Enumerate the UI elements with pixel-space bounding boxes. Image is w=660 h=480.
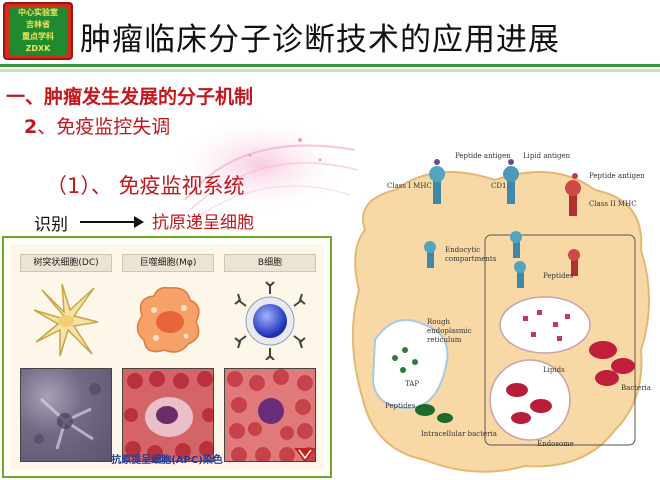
apc-staining-panel: 树突状细胞(DC) 巨噬细胞(Mφ) B细胞 (2, 236, 332, 478)
logo-line-3: 重点学科 (22, 32, 54, 41)
logo-line-1: 中心实验室 (18, 8, 58, 17)
heading-level-1: 一、肿瘤发生发展的分子机制 (6, 86, 254, 108)
class1-mhc-receptor (429, 166, 445, 204)
pink-decoration (180, 115, 359, 216)
endocytic-bracket (484, 234, 636, 446)
heading-level-2-number: 2 (24, 116, 38, 138)
tap-particles (392, 347, 418, 373)
label-bacteria: Bacteria (621, 384, 651, 392)
label-peptides: Peptides (543, 272, 574, 280)
label-class1-mhc: Class I MHC (387, 182, 432, 190)
institution-logo: 中心实验室 吉林省 重点学科 ZDXK (3, 2, 73, 60)
logo-line-4: ZDXK (25, 44, 51, 53)
label-endocytic: Endocytic (445, 246, 480, 254)
label-lipids: Lipids (543, 366, 565, 374)
endosome-bacteria (506, 383, 552, 424)
column-header-dc: 树突状细胞(DC) (20, 254, 112, 272)
recognize-label: 识别 (34, 215, 68, 235)
label-peptide-antigen-2: Peptide antigen (589, 172, 645, 180)
slide-title: 肿瘤临床分子诊断技术的应用进展 (80, 22, 560, 58)
heading-level-2: 2、免疫监控失调 (24, 112, 170, 139)
publisher-logo-icon (294, 448, 316, 462)
dendritic-cell-illustration (33, 283, 99, 357)
column-header-bcell: B细胞 (224, 254, 316, 272)
heading-level-2-text: 、免疫监控失调 (37, 116, 171, 138)
apc-label: 抗原递呈细胞 (152, 213, 254, 233)
logo-text: 中心实验室 吉林省 重点学科 ZDXK (9, 7, 67, 55)
label-rough: Rough (427, 318, 450, 326)
label-endosome: Endosome (537, 440, 574, 448)
class2-mhc-receptor (565, 180, 581, 216)
logo-line-2: 吉林省 (26, 20, 50, 29)
cd1-receptor (503, 166, 519, 204)
subheading: （1）、 免疫监视系统 (46, 174, 245, 198)
macrophage-illustration (136, 286, 200, 353)
label-class2-mhc: Class II MHC (589, 200, 637, 208)
label-cd1: CD1 (491, 182, 506, 190)
internal-receptors (424, 231, 580, 288)
macrophage-stain-photo (122, 368, 214, 462)
bcell-stain-photo (224, 368, 316, 462)
label-endoplasmic: endoplasmic (427, 327, 472, 335)
header-divider (0, 64, 660, 72)
right-arrow-icon (80, 216, 144, 228)
label-lipid-antigen: Lipid antigen (523, 152, 571, 160)
panel-caption: 抗原提呈细胞(APC)染色 (111, 455, 223, 466)
peptide-particles (523, 310, 570, 341)
intracellular-bacteria (415, 404, 453, 423)
external-bacteria (589, 341, 635, 386)
column-header-macrophage: 巨噬细胞(Mφ) (122, 254, 214, 272)
dc-stain-photo (20, 368, 112, 462)
label-peptide-antigen: Peptide antigen (455, 152, 511, 160)
endosome-compartment (489, 359, 571, 441)
b-cell-illustration (234, 281, 306, 360)
er-compartment (371, 319, 449, 410)
label-peptides-2: Peptides (385, 402, 416, 410)
label-intracellular-bacteria: Intracellular bacteria (421, 430, 497, 438)
label-compartments: compartments (445, 255, 497, 263)
label-reticulum: reticulum (427, 336, 462, 344)
lipid-compartment (499, 296, 591, 354)
antigen-presentation-diagram: Peptide antigen Lipid antigen Peptide an… (351, 152, 651, 473)
label-tap: TAP (405, 380, 419, 388)
